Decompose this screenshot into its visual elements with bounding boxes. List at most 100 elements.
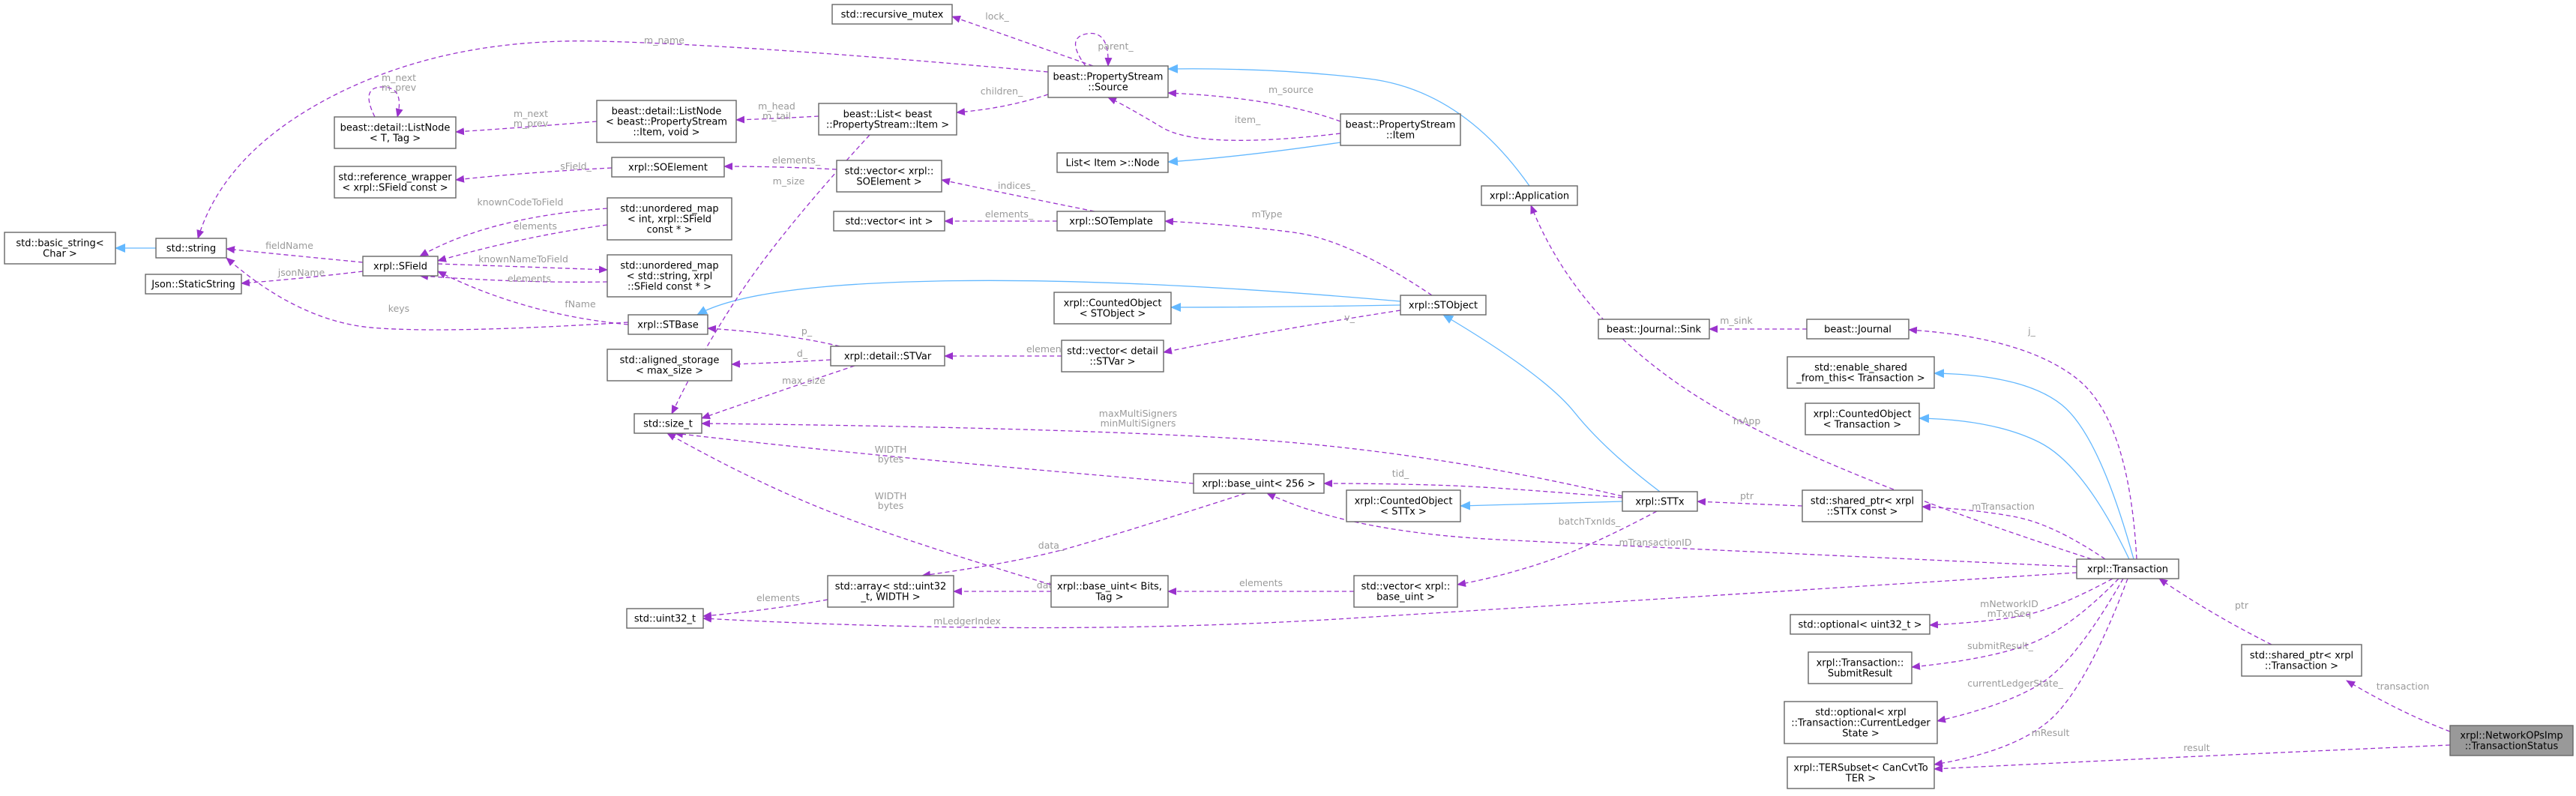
class-box[interactable] — [607, 197, 732, 241]
class-box[interactable] — [1481, 185, 1578, 206]
class-box[interactable] — [2241, 644, 2362, 677]
edge-label: data_ — [1038, 540, 1065, 551]
class-box[interactable] — [1790, 614, 1931, 635]
edge-line — [1167, 142, 1341, 166]
class-node-shared-ptr-sttx[interactable]: std::shared_ptr< xrpl::STTx const > — [1802, 489, 1923, 522]
class-node-reference-wrapper[interactable]: std::reference_wrapper< xrpl::SField con… — [334, 166, 457, 199]
edge-label: m_size — [773, 175, 805, 187]
class-box[interactable] — [1047, 65, 1169, 98]
class-node-propertystream-item[interactable]: beast::PropertyStream::Item — [1340, 113, 1461, 146]
class-node-propertystream-source[interactable]: beast::PropertyStream::Source — [1047, 65, 1169, 98]
class-box[interactable] — [1784, 701, 1938, 744]
class-box[interactable] — [1346, 489, 1461, 522]
class-node-aligned-storage[interactable]: std::aligned_storage< max_size > — [607, 349, 732, 382]
class-box[interactable] — [4, 232, 116, 265]
edge-line — [226, 246, 364, 263]
class-box[interactable] — [830, 346, 945, 367]
class-box[interactable] — [1787, 756, 1935, 789]
class-box[interactable] — [1808, 651, 1913, 684]
class-node-stvar[interactable]: xrpl::detail::STVar — [830, 346, 945, 367]
class-box[interactable] — [836, 160, 942, 193]
class-node-base-uint-256[interactable]: xrpl::base_uint< 256 > — [1193, 473, 1325, 494]
class-node-uint32-t[interactable]: std::uint32_t — [626, 608, 704, 629]
class-node-soelement[interactable]: xrpl::SOElement — [611, 157, 725, 178]
class-box[interactable] — [1598, 319, 1710, 340]
class-node-vector-stvar[interactable]: std::vector< detail::STVar > — [1061, 340, 1164, 373]
class-box[interactable] — [827, 575, 954, 608]
class-node-listnode-t[interactable]: beast::detail::ListNode< T, Tag > — [334, 116, 457, 149]
class-box[interactable] — [1050, 575, 1169, 608]
class-box[interactable] — [155, 238, 227, 259]
class-box[interactable] — [1400, 295, 1487, 316]
class-box[interactable] — [1193, 473, 1325, 494]
class-node-countedobject-transaction[interactable]: xrpl::CountedObject< Transaction > — [1805, 402, 1920, 435]
class-node-beast-journal[interactable]: beast::Journal — [1806, 319, 1910, 340]
class-node-shared-ptr-transaction[interactable]: std::shared_ptr< xrpl::Transaction > — [2241, 644, 2362, 677]
class-box[interactable] — [2076, 558, 2179, 579]
class-box[interactable] — [362, 256, 439, 277]
class-node-base-uint-bits[interactable]: xrpl::base_uint< Bits,Tag > — [1050, 575, 1169, 608]
class-box[interactable] — [831, 4, 953, 25]
class-node-listitemnode[interactable]: List< Item >::Node — [1056, 152, 1169, 173]
class-box[interactable] — [628, 314, 708, 335]
class-box[interactable] — [1802, 489, 1923, 522]
class-box[interactable] — [1061, 340, 1164, 373]
class-node-countedobject-sttx[interactable]: xrpl::CountedObject< STTx > — [1346, 489, 1461, 522]
class-box[interactable] — [634, 413, 702, 434]
class-node-journal-sink[interactable]: beast::Journal::Sink — [1598, 319, 1710, 340]
class-node-unordered-map-string[interactable]: std::unordered_map< std::string, xrpl::S… — [607, 254, 732, 298]
class-node-vector-base-uint[interactable]: std::vector< xrpl::base_uint > — [1353, 575, 1458, 608]
class-name-line: xrpl::TERSubset< CanCvtTo — [1793, 763, 1928, 774]
class-node-listnode-item[interactable]: beast::detail::ListNode< beast::Property… — [596, 100, 737, 143]
class-node-staticstring[interactable]: Json::StaticString — [145, 274, 242, 295]
class-box[interactable] — [2449, 725, 2574, 756]
class-box[interactable] — [1806, 319, 1910, 340]
class-node-stbase[interactable]: xrpl::STBase — [628, 314, 708, 335]
class-box[interactable] — [1340, 113, 1461, 146]
class-node-networkopsimp-transactionstatus[interactable]: xrpl::NetworkOPsImp::TransactionStatus — [2449, 725, 2574, 756]
class-box[interactable] — [145, 274, 242, 295]
class-box[interactable] — [334, 116, 457, 149]
class-node-stobject[interactable]: xrpl::STObject — [1400, 295, 1487, 316]
class-box[interactable] — [1622, 491, 1698, 512]
class-node-basic-string[interactable]: std::basic_string<Char > — [4, 232, 116, 265]
class-node-vector-soelement[interactable]: std::vector< xrpl::SOElement > — [836, 160, 942, 193]
class-box[interactable] — [818, 103, 957, 136]
class-box[interactable] — [611, 157, 725, 178]
class-node-submitresult[interactable]: xrpl::Transaction::SubmitResult — [1808, 651, 1913, 684]
class-node-sttx[interactable]: xrpl::STTx — [1622, 491, 1698, 512]
class-node-sfield[interactable]: xrpl::SField — [362, 256, 439, 277]
class-node-list-item[interactable]: beast::List< beast::PropertyStream::Item… — [818, 103, 957, 136]
class-box[interactable] — [607, 349, 732, 382]
class-node-transaction[interactable]: xrpl::Transaction — [2076, 558, 2179, 579]
class-node-unordered-map-int[interactable]: std::unordered_map< int, xrpl::SFieldcon… — [607, 197, 732, 241]
class-node-optional-currentledgerstate[interactable]: std::optional< xrpl::Transaction::Curren… — [1784, 701, 1938, 744]
class-node-array-uint32[interactable]: std::array< std::uint32_t, WIDTH > — [827, 575, 954, 608]
class-box[interactable] — [626, 608, 704, 629]
edge-label: fieldName — [265, 240, 313, 251]
class-box[interactable] — [607, 254, 732, 298]
class-box[interactable] — [1056, 211, 1166, 232]
class-box[interactable] — [596, 100, 737, 143]
class-node-optional-uint32[interactable]: std::optional< uint32_t > — [1790, 614, 1931, 635]
class-box[interactable] — [1056, 152, 1169, 173]
class-name-line: ::Item, void > — [633, 127, 699, 139]
class-node-enable-shared[interactable]: std::enable_shared_from_this< Transactio… — [1787, 356, 1935, 389]
class-node-std-string[interactable]: std::string — [155, 238, 227, 259]
class-box[interactable] — [1805, 402, 1920, 435]
class-node-vector-int[interactable]: std::vector< int > — [833, 211, 945, 232]
edge-label: keys — [388, 303, 409, 314]
class-node-sotemplate[interactable]: xrpl::SOTemplate — [1056, 211, 1166, 232]
class-box[interactable] — [1353, 575, 1458, 608]
class-node-countedobject-stobject[interactable]: xrpl::CountedObject< STObject > — [1053, 292, 1172, 325]
class-name-line: _t, WIDTH > — [860, 592, 920, 603]
class-node-size-t[interactable]: std::size_t — [634, 413, 702, 434]
class-box[interactable] — [1053, 292, 1172, 325]
class-box[interactable] — [334, 166, 457, 199]
class-node-application[interactable]: xrpl::Application — [1481, 185, 1578, 206]
class-box[interactable] — [833, 211, 945, 232]
class-node-recursive-mutex[interactable]: std::recursive_mutex — [831, 4, 953, 25]
class-box[interactable] — [1787, 356, 1935, 389]
